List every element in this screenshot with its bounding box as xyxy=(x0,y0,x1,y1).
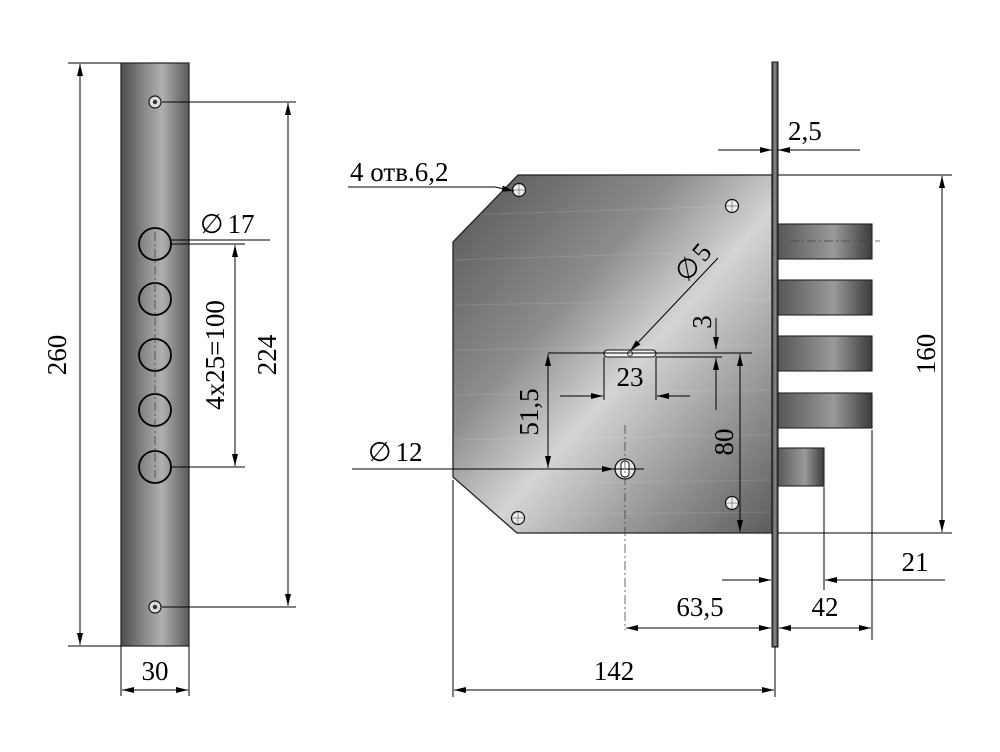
label-hole-diameter-17: ∅17 xyxy=(200,209,255,239)
diameter-symbol: ∅ xyxy=(200,209,224,239)
label-faceplate-thickness: 2,5 xyxy=(788,116,822,146)
label-hole-pitch: 4x25=100 xyxy=(200,300,230,410)
bolt xyxy=(775,335,873,372)
strike-screw-hole xyxy=(148,600,162,614)
label-center-distance-80: 80 xyxy=(709,429,739,456)
strike-plate xyxy=(120,62,190,647)
label-height-260: 260 xyxy=(42,335,72,376)
label-bolt-span-160: 160 xyxy=(911,334,941,375)
label-upper-offset: 51,5 xyxy=(514,388,544,435)
bolt xyxy=(775,392,873,429)
bolt xyxy=(775,223,873,260)
bolt xyxy=(775,279,873,316)
strike-dimensions xyxy=(68,62,296,696)
lock-body xyxy=(452,61,880,648)
mount-hole xyxy=(510,510,526,526)
label-body-width-142: 142 xyxy=(594,656,635,686)
lock-dimensions xyxy=(348,147,952,697)
label-width-30: 30 xyxy=(142,656,169,686)
faceplate xyxy=(771,61,779,648)
mount-hole xyxy=(724,198,740,214)
latch xyxy=(775,447,825,487)
label-bolt-projection-42: 42 xyxy=(812,592,839,622)
label-latch-projection-21: 21 xyxy=(902,547,929,577)
dimension-labels: 260 224 4x25=100 30 ∅17 4 отв.6,2 2,5 16… xyxy=(42,116,941,686)
label-mount-holes: 4 отв.6,2 xyxy=(350,157,448,187)
label-key-diameter-12: ∅12 xyxy=(368,437,423,467)
label-screw-spacing-224: 224 xyxy=(252,334,282,375)
label-backset: 63,5 xyxy=(676,592,723,622)
mount-hole xyxy=(724,495,740,511)
mount-hole xyxy=(511,182,527,198)
strike-screw-hole xyxy=(148,95,162,109)
label-slot-height-3: 3 xyxy=(687,315,717,329)
label-slot-width-23: 23 xyxy=(617,362,644,392)
